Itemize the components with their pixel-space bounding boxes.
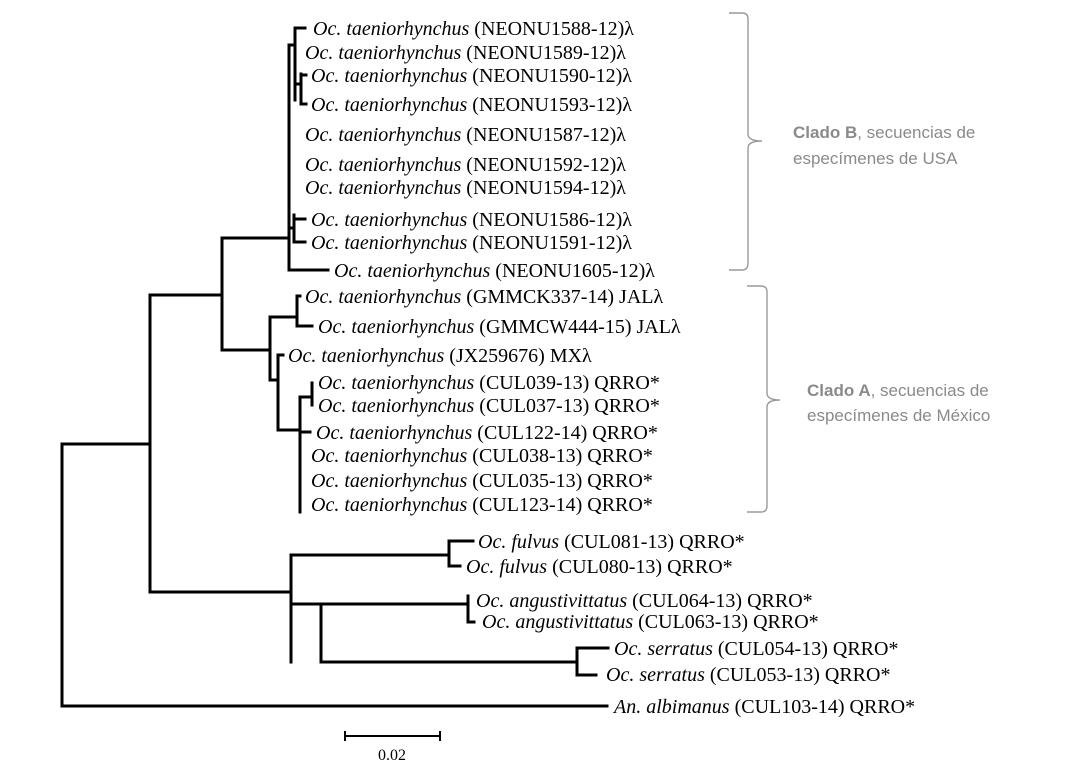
leaf-label: An. albimanus (CUL103-14) QRRO* <box>612 696 915 718</box>
scale-bar-label: 0.02 <box>378 747 406 764</box>
leaf-label: Oc. taeniorhynchus (NEONU1590-12)λ <box>311 65 632 87</box>
tree-branches <box>60 26 610 708</box>
leaf-label: Oc. taeniorhynchus (NEONU1587-12)λ <box>305 124 626 146</box>
leaf-label: Oc. taeniorhynchus (GMMCW444-15) JALλ <box>318 316 681 338</box>
clado-a-bracket <box>747 285 781 513</box>
leaf-label: Oc. taeniorhynchus (NEONU1589-12)λ <box>305 42 626 64</box>
leaf-label: Oc. taeniorhynchus (NEONU1591-12)λ <box>311 232 632 254</box>
leaf-label: Oc. taeniorhynchus (NEONU1586-12)λ <box>311 209 632 231</box>
leaf-label: Oc. taeniorhynchus (NEONU1593-12)λ <box>311 94 632 116</box>
leaf-label: Oc. angustivittatus (CUL064-13) QRRO* <box>476 590 813 612</box>
leaf-label: Oc. taeniorhynchus (CUL038-13) QRRO* <box>311 445 653 467</box>
leaf-label: Oc. taeniorhynchus (CUL035-13) QRRO* <box>311 470 653 492</box>
leaf-label: Oc. fulvus (CUL080-13) QRRO* <box>466 556 733 578</box>
clado-b-bracket <box>729 12 763 271</box>
leaf-label: Oc. angustivittatus (CUL063-13) QRRO* <box>482 611 819 633</box>
leaf-label: Oc. taeniorhynchus (GMMCK337-14) JALλ <box>305 286 663 308</box>
leaf-label: Oc. taeniorhynchus (CUL122-14) QRRO* <box>316 422 658 444</box>
scale-bar-line <box>344 731 441 741</box>
clado-b-label: Clado B, secuencias de <box>793 123 975 142</box>
leaf-label: Oc. serratus (CUL054-13) QRRO* <box>614 638 898 660</box>
leaf-label: Oc. taeniorhynchus (CUL037-13) QRRO* <box>318 395 660 417</box>
leaf-label: Oc. fulvus (CUL081-13) QRRO* <box>478 531 745 553</box>
leaf-label: Oc. taeniorhynchus (NEONU1605-12)λ <box>334 260 655 282</box>
scale-bar: 0.02 <box>344 731 441 764</box>
leaf-labels: Oc. taeniorhynchus (NEONU1588-12)λ Oc. t… <box>288 18 915 718</box>
leaf-label: Oc. taeniorhynchus (CUL123-14) QRRO* <box>311 494 653 516</box>
leaf-label: Oc. taeniorhynchus (NEONU1588-12)λ <box>313 18 634 40</box>
leaf-label: Oc. taeniorhynchus (CUL039-13) QRRO* <box>318 372 660 394</box>
leaf-label: Oc. serratus (CUL053-13) QRRO* <box>606 664 890 686</box>
leaf-label: Oc. taeniorhynchus (NEONU1592-12)λ <box>305 154 626 176</box>
clado-b-label-line2: especímenes de USA <box>793 149 958 168</box>
leaf-label: Oc. taeniorhynchus (NEONU1594-12)λ <box>305 177 626 199</box>
leaf-label: Oc. taeniorhynchus (JX259676) MXλ <box>288 345 592 367</box>
clado-a-label-line2: especímenes de México <box>807 406 990 425</box>
clado-a-label: Clado A, secuencias de <box>807 381 989 400</box>
